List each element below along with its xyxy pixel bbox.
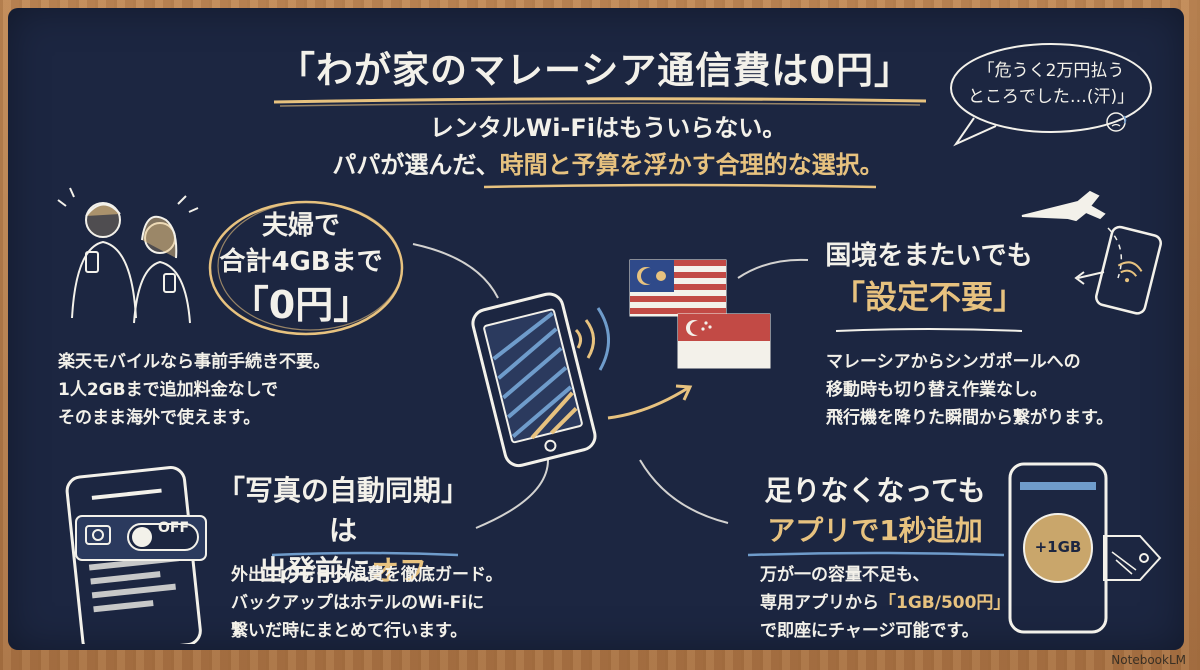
speech-bubble: 「危うく2万円払う ところでした…(汗)」 (946, 38, 1156, 147)
notebooklm-watermark: NotebookLM (1111, 653, 1186, 667)
panel-br-heading-2: アプリで1秒追加 (767, 514, 983, 547)
panel-bl-body-3: 繋いだ時にまとめて行います。 (231, 621, 468, 641)
phone-icon (471, 292, 597, 468)
speech-bubble-outline (950, 43, 1152, 147)
panel-br-body-2a: 専用アプリから (760, 593, 879, 613)
settings-phone-icon (65, 466, 207, 644)
panel-tr-heading: 国境をまたいでも 「設定不要」 (824, 236, 1034, 318)
panel-tr-body-2: 移動時も切り替え作業なし。 (826, 380, 1047, 400)
subtitle-line2-a: パパが選んだ、 (332, 151, 500, 179)
panel-bl-underline (271, 551, 459, 557)
singapore-flag-icon (677, 313, 771, 369)
couple-icon (57, 187, 199, 324)
panel-bl-body-2: バックアップはホテルのWi-Fiに (231, 593, 485, 613)
panel-tr-heading-2: 「設定不要」 (832, 278, 1025, 316)
panel-br-body-3: で即座にチャージ可能です。 (760, 621, 979, 641)
subtitle-underline (483, 183, 877, 189)
toggle-off-label: OFF (158, 520, 190, 536)
panel-tr-heading-1: 国境をまたいでも (825, 241, 1033, 271)
signal-waves-icon (574, 307, 610, 371)
panel-tr-body: マレーシアからシンガポールへの 移動時も切り替え作業なし。 飛行機を降りた瞬間か… (826, 348, 1113, 432)
subtitle-line2: パパが選んだ、時間と予算を浮かす合理的な選択。 (248, 147, 968, 183)
panel-br-body: 万が一の容量不足も、 専用アプリから「1GB/500円」 で即座にチャージ可能で… (760, 561, 1010, 645)
airplane-icon (1021, 190, 1162, 315)
speech-bubble-text: 「危うく2万円払う ところでした…(汗)」 (956, 58, 1146, 110)
panel-bl-body-1: 外出中のデータ浪費を徹底ガード。 (231, 565, 503, 585)
chalkboard: 「わが家のマレーシア通信費は0円」 レンタルWi-Fiはもういらない。 パパが選… (8, 8, 1184, 650)
panel-bl-body: 外出中のデータ浪費を徹底ガード。 バックアップはホテルのWi-Fiに 繋いだ時に… (231, 561, 503, 645)
data-phone-icon (1008, 462, 1162, 634)
panel-tl-heading-3: 「0円」 (230, 283, 372, 327)
panel-tl-body-2: 1人2GBまで追加料金なしで (58, 380, 279, 400)
panel-bl-heading-2b: オフ (371, 554, 428, 587)
coin-label: +1GB (1034, 538, 1082, 556)
panel-tl-heading: 夫婦で 合計4GBまで 「0円」 (216, 208, 386, 330)
connector-lines (412, 243, 809, 529)
panel-tl-heading-2: 合計4GBまで (219, 247, 383, 277)
highlight-circle (208, 200, 404, 336)
panel-tr-underline (835, 328, 1023, 332)
panel-bl-heading: 「写真の自動同期」は 出発前にオフ (213, 471, 473, 591)
camera-icon (85, 525, 111, 545)
page-title: 「わが家のマレーシア通信費は0円」 (278, 49, 913, 92)
panel-bl-heading-2: 出発前にオフ (213, 551, 473, 591)
panel-tr-body-3: 飛行機を降りた瞬間から繋がります。 (826, 408, 1114, 428)
panel-br-heading-1: 足りなくなっても (764, 474, 986, 507)
price-tag-icon (1103, 535, 1162, 581)
subtitle-line1: レンタルWi-Fiはもういらない。 (429, 114, 787, 142)
panel-bl-heading-2a: 出発前に (258, 554, 371, 587)
malaysia-flag-icon (629, 259, 727, 317)
bubble-line2: ところでした…(汗)」 (967, 87, 1135, 107)
panel-br-body-1: 万が一の容量不足も、 (760, 565, 930, 585)
panel-tl-body-3: そのまま海外で使えます。 (58, 408, 261, 428)
title-underline (273, 97, 927, 107)
panel-tl-body: 楽天モバイルなら事前手続き不要。 1人2GBまで追加料金なしで そのまま海外で使… (58, 348, 330, 432)
panel-br-underline (747, 551, 1005, 557)
panel-bl-heading-1: 「写真の自動同期」は (216, 474, 469, 547)
panel-br-body-2: 専用アプリから「1GB/500円」 (760, 589, 1010, 617)
subtitle-highlight: 時間と予算を浮かす合理的な選択。 (499, 151, 884, 179)
panel-tr-body-1: マレーシアからシンガポールへの (826, 352, 1081, 372)
bubble-line1: 「危うく2万円払う (977, 61, 1125, 81)
panel-br-body-2b: 「1GB/500円」 (879, 593, 1011, 613)
panel-tl-heading-1: 夫婦で (261, 211, 340, 241)
panel-br-heading: 足りなくなっても アプリで1秒追加 (740, 471, 1010, 551)
panel-tl-body-1: 楽天モバイルなら事前手続き不要。 (58, 352, 330, 372)
